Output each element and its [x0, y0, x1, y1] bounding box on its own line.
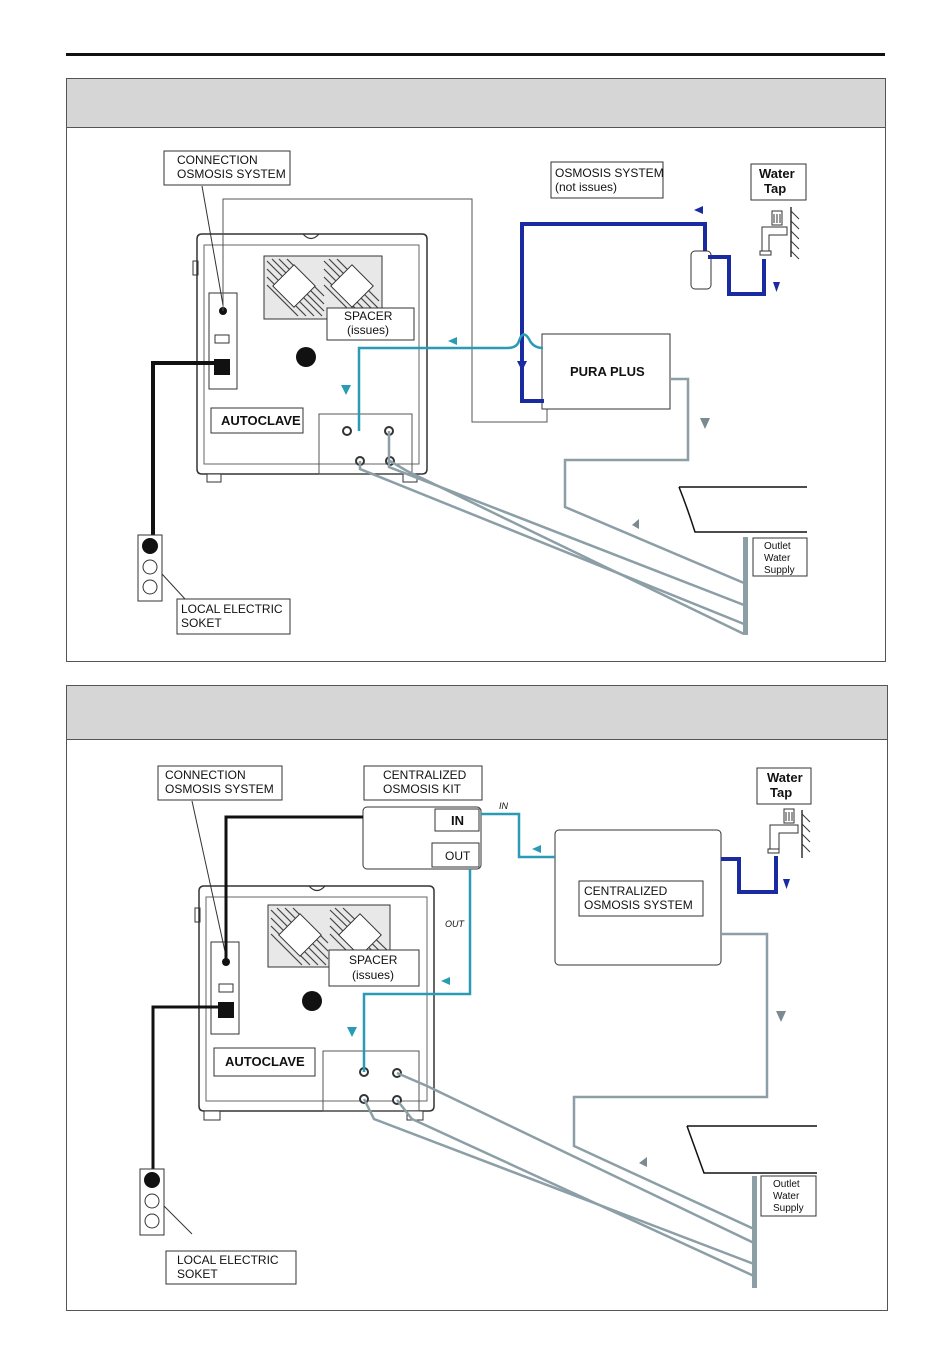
svg-text:OSMOSIS SYSTEM: OSMOSIS SYSTEM	[165, 782, 274, 796]
svg-text:CONNECTION: CONNECTION	[177, 153, 258, 167]
spacer-dot	[302, 991, 322, 1011]
osmosis-kit-label: CENTRALIZED OSMOSIS KIT	[363, 765, 483, 801]
connection-leader	[201, 185, 224, 306]
top-rule	[66, 53, 885, 56]
socket-label: LOCAL ELECTRIC SOKET	[176, 598, 291, 635]
connection-leader	[191, 800, 227, 957]
kit-in-port	[434, 808, 480, 832]
water-tap	[759, 207, 800, 260]
connection-label: CONNECTION OSMOSIS SYSTEM	[157, 765, 283, 801]
svg-text:(not issues): (not issues)	[555, 180, 617, 194]
signal-line	[222, 198, 548, 423]
central-osmosis-label: CENTRALIZED OSMOSIS SYSTEM	[578, 880, 704, 917]
svg-text:(issues): (issues)	[347, 323, 389, 337]
drain-pipes	[362, 1071, 755, 1278]
svg-text:SPACER: SPACER	[344, 309, 393, 323]
svg-text:CONNECTION: CONNECTION	[165, 768, 246, 782]
osmosis-label: OSMOSIS SYSTEM (not issues)	[550, 161, 664, 199]
spacer-label: SPACER (issues)	[328, 949, 420, 987]
svg-text:Outlet: Outlet	[773, 1179, 800, 1190]
svg-text:LOCAL ELECTRIC: LOCAL ELECTRIC	[181, 602, 283, 616]
svg-text:Water: Water	[767, 770, 803, 785]
teal-in-pipe	[481, 812, 555, 859]
spacer-label: SPACER (issues)	[326, 307, 415, 341]
svg-text:Supply: Supply	[773, 1203, 804, 1214]
out-pipe-label: OUT	[445, 919, 466, 929]
outlet-label: Outlet Water Supply	[760, 1175, 817, 1217]
power-cable	[151, 1005, 218, 1171]
pura-plus-unit	[541, 333, 671, 410]
water-tap-label: Water Tap	[756, 767, 812, 805]
svg-text:AUTOCLAVE: AUTOCLAVE	[225, 1054, 305, 1069]
diagram-centralized: CONNECTION OSMOSIS SYSTEM CENTRALIZED OS…	[139, 765, 817, 1288]
svg-text:Water: Water	[764, 553, 791, 564]
svg-text:OSMOSIS SYSTEM: OSMOSIS SYSTEM	[177, 167, 286, 181]
grey-drain-pipe	[572, 932, 769, 1231]
blue-pipe	[520, 222, 707, 403]
spacer-dot	[296, 347, 316, 367]
svg-text:Water: Water	[759, 166, 795, 181]
svg-text:Water: Water	[773, 1191, 800, 1202]
sink	[686, 1125, 817, 1288]
power-cable	[151, 361, 214, 539]
panel-centralized: CONNECTION OSMOSIS SYSTEM CENTRALIZED OS…	[66, 685, 888, 1311]
drain-pipes	[358, 431, 745, 636]
kit-out-port	[431, 842, 480, 868]
sink	[678, 486, 807, 635]
connection-label: CONNECTION OSMOSIS SYSTEM	[163, 150, 291, 186]
filter-cartridge	[690, 250, 712, 290]
svg-text:Tap: Tap	[764, 181, 786, 196]
teal-out-pipe	[362, 869, 472, 1072]
socket-leader	[161, 573, 186, 600]
svg-text:Tap: Tap	[770, 785, 792, 800]
panel-header	[67, 686, 887, 740]
svg-text:OSMOSIS KIT: OSMOSIS KIT	[383, 782, 462, 796]
svg-text:SOKET: SOKET	[181, 616, 222, 630]
svg-text:SOKET: SOKET	[177, 1267, 218, 1281]
svg-text:(issues): (issues)	[352, 968, 394, 982]
svg-text:AUTOCLAVE: AUTOCLAVE	[221, 413, 301, 428]
svg-text:CENTRALIZED: CENTRALIZED	[383, 768, 467, 782]
outlet-label: Outlet Water Supply	[752, 537, 808, 577]
svg-text:CENTRALIZED: CENTRALIZED	[584, 884, 668, 898]
teal-pipe	[357, 333, 544, 431]
autoclave-label: AUTOCLAVE	[210, 407, 304, 434]
water-tap-label: Water Tap	[750, 163, 807, 201]
panel-header	[67, 79, 885, 128]
water-tap	[767, 808, 811, 858]
diagram-pura-plus: CONNECTION OSMOSIS SYSTEM OSMOSIS SYSTEM…	[137, 150, 808, 636]
svg-text:Outlet: Outlet	[764, 541, 791, 552]
svg-text:LOCAL ELECTRIC: LOCAL ELECTRIC	[177, 1253, 279, 1267]
kit-in-label: IN	[451, 813, 464, 828]
autoclave-label: AUTOCLAVE	[213, 1047, 316, 1077]
electric-socket	[139, 1168, 165, 1236]
in-pipe-label: IN	[499, 801, 509, 811]
kit-out-label: OUT	[445, 849, 471, 863]
kit-signal-cable	[224, 815, 363, 962]
electric-socket	[137, 534, 163, 602]
pura-plus-label: PURA PLUS	[570, 364, 645, 379]
socket-leader	[163, 1205, 193, 1235]
svg-text:SPACER: SPACER	[349, 953, 398, 967]
svg-text:Supply: Supply	[764, 565, 795, 576]
svg-text:OSMOSIS SYSTEM: OSMOSIS SYSTEM	[555, 166, 664, 180]
svg-text:OSMOSIS SYSTEM: OSMOSIS SYSTEM	[584, 898, 693, 912]
panel-pura-plus: CONNECTION OSMOSIS SYSTEM OSMOSIS SYSTEM…	[66, 78, 886, 662]
socket-label: LOCAL ELECTRIC SOKET	[165, 1250, 297, 1285]
blue-pipe	[721, 856, 778, 894]
grey-drain-pipe	[563, 377, 745, 585]
